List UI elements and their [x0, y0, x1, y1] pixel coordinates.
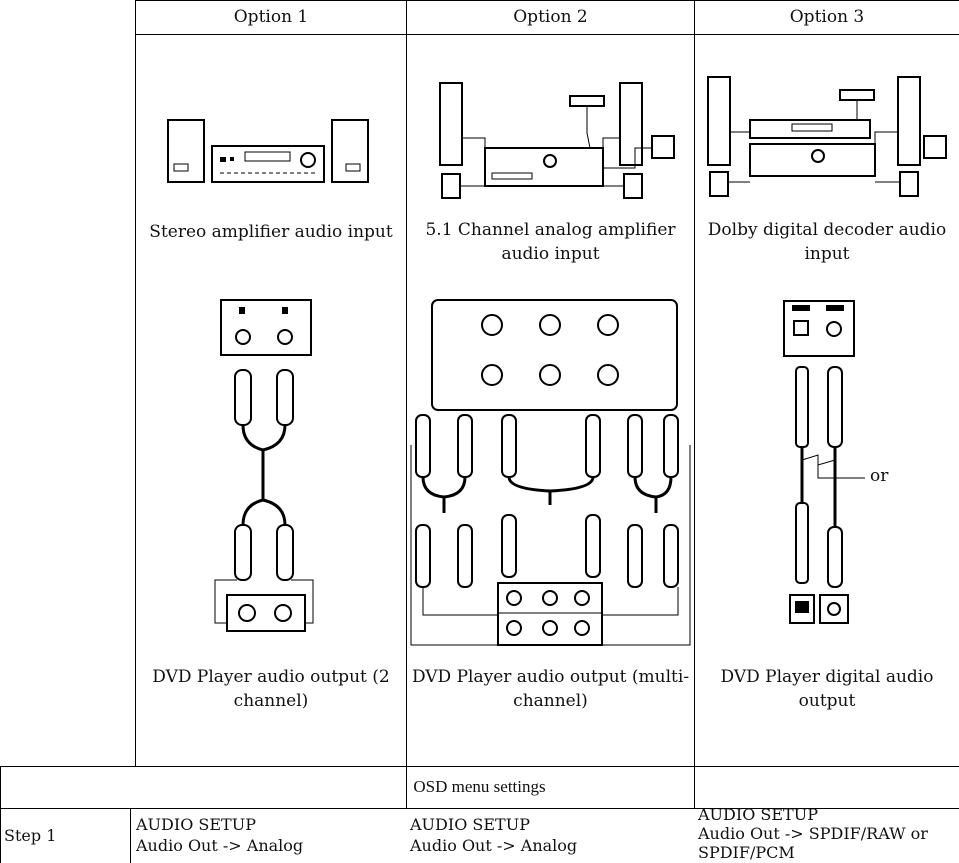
rca-stereo-cable-diagram — [205, 295, 325, 645]
step-1-option-1: AUDIO SETUP Audio Out -> Analog — [136, 814, 402, 856]
caption-player-2ch: DVD Player audio output (2 channel) — [136, 665, 406, 713]
grid-top-line — [135, 0, 959, 1]
surround-amplifier-illustration — [430, 78, 680, 208]
dolby-decoder-illustration — [700, 72, 950, 202]
caption-player-digital: DVD Player digital audio output — [720, 667, 934, 711]
digital-cable-diagram — [770, 295, 890, 645]
grid-header-line — [135, 34, 959, 35]
grid-osd-bottom-line — [0, 808, 959, 809]
caption-surround-amplifier: 5.1 Channel analog amplifier audio input — [425, 220, 676, 264]
option-1-audio-out: Audio Out -> Analog — [136, 836, 304, 855]
grid-col-line-3 — [694, 0, 695, 808]
step-1-option-3: AUDIO SETUP Audio Out -> SPDIF/RAW or SP… — [698, 805, 958, 862]
option-3-audio-out: Audio Out -> SPDIF/RAW or — [698, 824, 928, 843]
caption-stereo-amplifier: Stereo amplifier audio input — [149, 222, 393, 242]
grid-osd-top-line — [0, 766, 959, 767]
header-option-1: Option 1 — [233, 7, 309, 27]
step-1-option-2: AUDIO SETUP Audio Out -> Analog — [410, 814, 692, 856]
header-option-2: Option 2 — [513, 7, 588, 27]
or-label: or — [870, 466, 889, 486]
rca-multichannel-cable-diagram — [410, 295, 692, 665]
stereo-amplifier-illustration — [160, 110, 390, 190]
grid-step-col-line — [130, 808, 131, 863]
grid-col-line-2 — [406, 0, 407, 808]
grid-col-line-1 — [135, 0, 136, 766]
option-2-audio-out: Audio Out -> Analog — [410, 836, 578, 855]
grid-left-line — [0, 766, 1, 863]
osd-menu-settings-title: OSD menu settings — [413, 777, 546, 796]
option-2-audio-setup: AUDIO SETUP — [410, 815, 530, 834]
caption-player-multichannel: DVD Player audio output (multi-channel) — [411, 667, 690, 711]
option-3-audio-setup: AUDIO SETUP — [698, 805, 818, 824]
option-1-audio-setup: AUDIO SETUP — [136, 815, 256, 834]
step-1-label: Step 1 — [4, 826, 57, 845]
caption-player-2ch-text: DVD Player audio output (2 channel) — [152, 667, 390, 711]
header-option-3: Option 3 — [789, 7, 865, 27]
option-3-audio-out-cont: SPDIF/PCM — [698, 843, 795, 862]
caption-dolby-decoder: Dolby digital decoder audio input — [707, 220, 947, 264]
